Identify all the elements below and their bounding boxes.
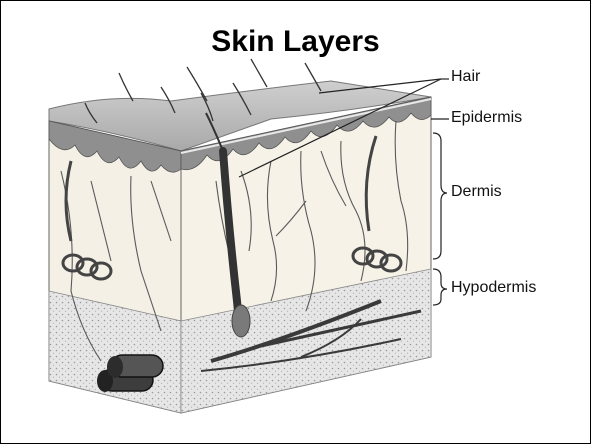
label-epidermis: Epidermis xyxy=(451,109,522,127)
label-hypodermis: Hypodermis xyxy=(451,279,536,297)
label-hair: Hair xyxy=(451,68,480,86)
label-dermis: Dermis xyxy=(451,183,502,201)
